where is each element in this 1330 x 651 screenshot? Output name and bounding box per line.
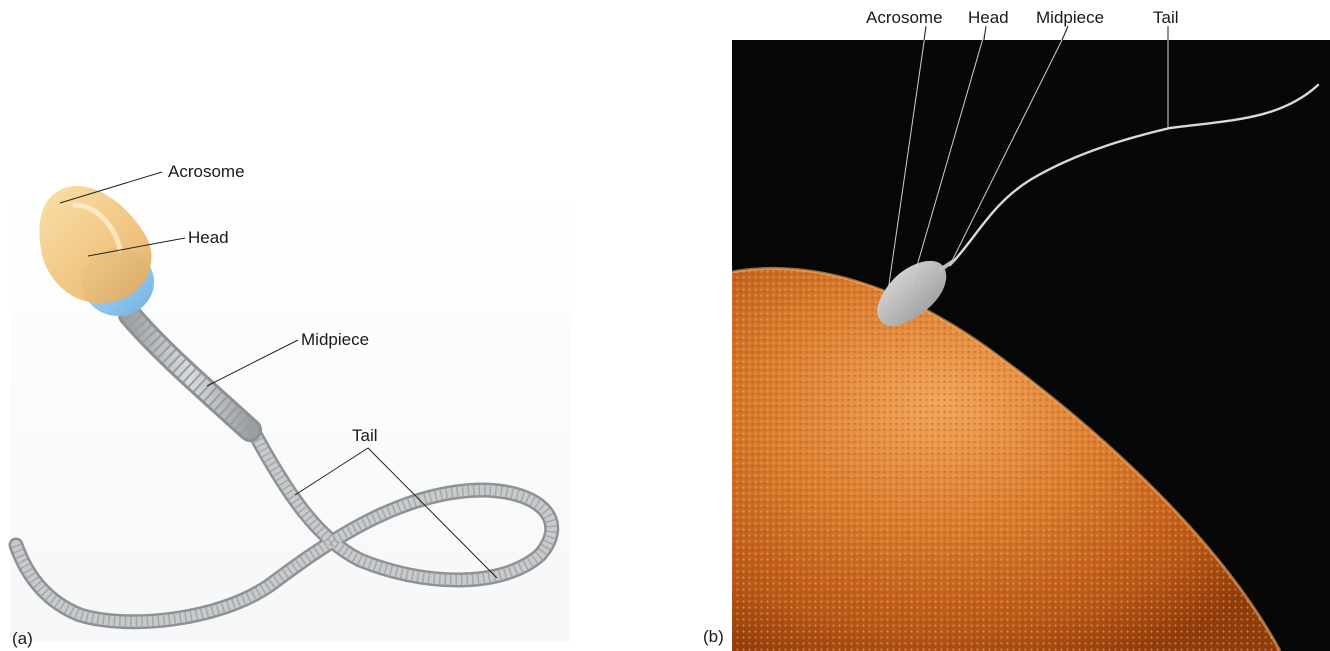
sperm-egg-photo <box>700 0 1330 651</box>
label-acrosome-b: Acrosome <box>866 9 943 26</box>
label-midpiece-a: Midpiece <box>301 331 369 348</box>
panel-b-photograph: Acrosome Head Midpiece Tail (b) <box>700 0 1330 651</box>
panel-letter-b: (b) <box>703 628 724 645</box>
label-head-a: Head <box>188 229 229 246</box>
sperm-illustration <box>0 0 700 651</box>
panel-letter-a: (a) <box>12 630 33 647</box>
label-tail-b: Tail <box>1153 9 1179 26</box>
label-head-b: Head <box>968 9 1009 26</box>
label-tail-a: Tail <box>352 427 378 444</box>
label-midpiece-b: Midpiece <box>1036 9 1104 26</box>
panel-a-illustration: Acrosome Head Midpiece Tail (a) <box>0 0 700 651</box>
label-acrosome-a: Acrosome <box>168 163 245 180</box>
